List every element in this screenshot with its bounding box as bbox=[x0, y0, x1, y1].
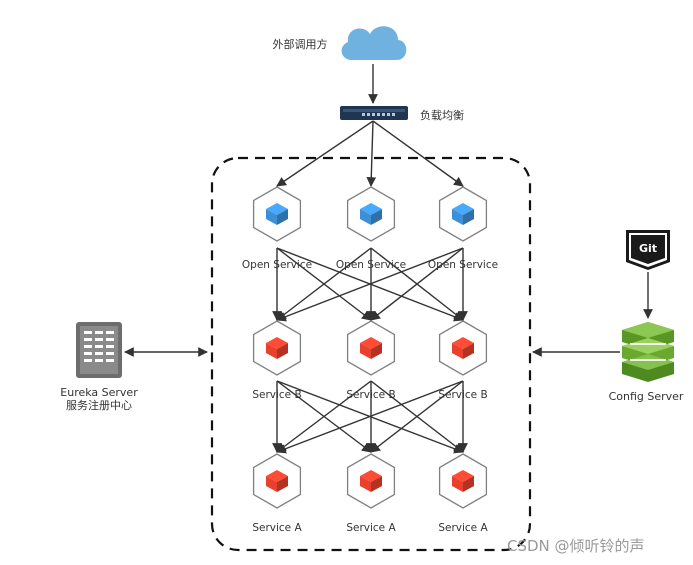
cube-icon bbox=[266, 203, 288, 225]
cube-icon bbox=[266, 337, 288, 359]
external-caller-label: 外部调用方 bbox=[273, 37, 328, 51]
arrow-open-2-to-b-1 bbox=[276, 247, 372, 321]
config-stack-icon bbox=[622, 322, 674, 382]
cube-icon bbox=[360, 337, 382, 359]
service-b-node-1: Service B bbox=[252, 320, 302, 401]
cube-icon bbox=[360, 470, 382, 492]
config-server-label: Config Server bbox=[609, 390, 684, 403]
arrow-lb-to-open-3 bbox=[372, 120, 464, 187]
switch-icon bbox=[340, 106, 408, 120]
service-b-node-2: Service B bbox=[346, 320, 396, 401]
service-a-label: Service A bbox=[252, 522, 302, 534]
service-a-node-1: Service A bbox=[252, 453, 302, 534]
arrow-lb-to-open-2 bbox=[366, 120, 377, 187]
service-b-label: Service B bbox=[438, 389, 487, 401]
registry-center-label: 服务注册中心 bbox=[66, 398, 132, 412]
service-b-node-3: Service B bbox=[438, 320, 488, 401]
arrow-open-3-to-b-1 bbox=[276, 247, 464, 322]
service-a-node-2: Service A bbox=[346, 453, 396, 534]
open-service-node-1: Open Service bbox=[242, 186, 312, 271]
cube-icon bbox=[452, 337, 474, 359]
open-service-label: Open Service bbox=[428, 259, 498, 271]
service-b-label: Service B bbox=[252, 389, 301, 401]
open-service-node-2: Open Service bbox=[336, 186, 406, 271]
cube-icon bbox=[360, 203, 382, 225]
connection-arrows bbox=[124, 64, 653, 454]
server-rack-icon bbox=[76, 322, 122, 378]
arrow-b-3-to-a-1 bbox=[276, 380, 464, 454]
open-service-label: Open Service bbox=[336, 259, 406, 271]
arrow-open-3-to-b-2 bbox=[370, 247, 464, 321]
open-service-node-3: Open Service bbox=[428, 186, 498, 271]
cube-icon bbox=[266, 470, 288, 492]
service-cluster-boundary bbox=[210, 156, 532, 552]
arrow-b-3-to-a-2 bbox=[370, 380, 464, 453]
load-balancer-label: 负载均衡 bbox=[420, 108, 464, 122]
cube-icon bbox=[452, 203, 474, 225]
service-nodes: Open Service Open Service Open ServiceServ… bbox=[242, 186, 498, 534]
arrow-lb-to-open-1 bbox=[276, 120, 374, 187]
git-label: Git bbox=[639, 242, 657, 255]
cloud-icon bbox=[341, 26, 407, 60]
arrow-b-2-to-a-1 bbox=[276, 380, 372, 453]
service-a-node-3: Service A bbox=[438, 453, 488, 534]
eureka-server-label: Eureka Server bbox=[60, 386, 138, 399]
service-b-label: Service B bbox=[346, 389, 395, 401]
watermark: CSDN @倾听铃的声 bbox=[507, 537, 645, 555]
open-service-label: Open Service bbox=[242, 259, 312, 271]
service-a-label: Service A bbox=[438, 522, 488, 534]
service-a-label: Service A bbox=[346, 522, 396, 534]
cube-icon bbox=[452, 470, 474, 492]
git-icon bbox=[626, 230, 670, 270]
